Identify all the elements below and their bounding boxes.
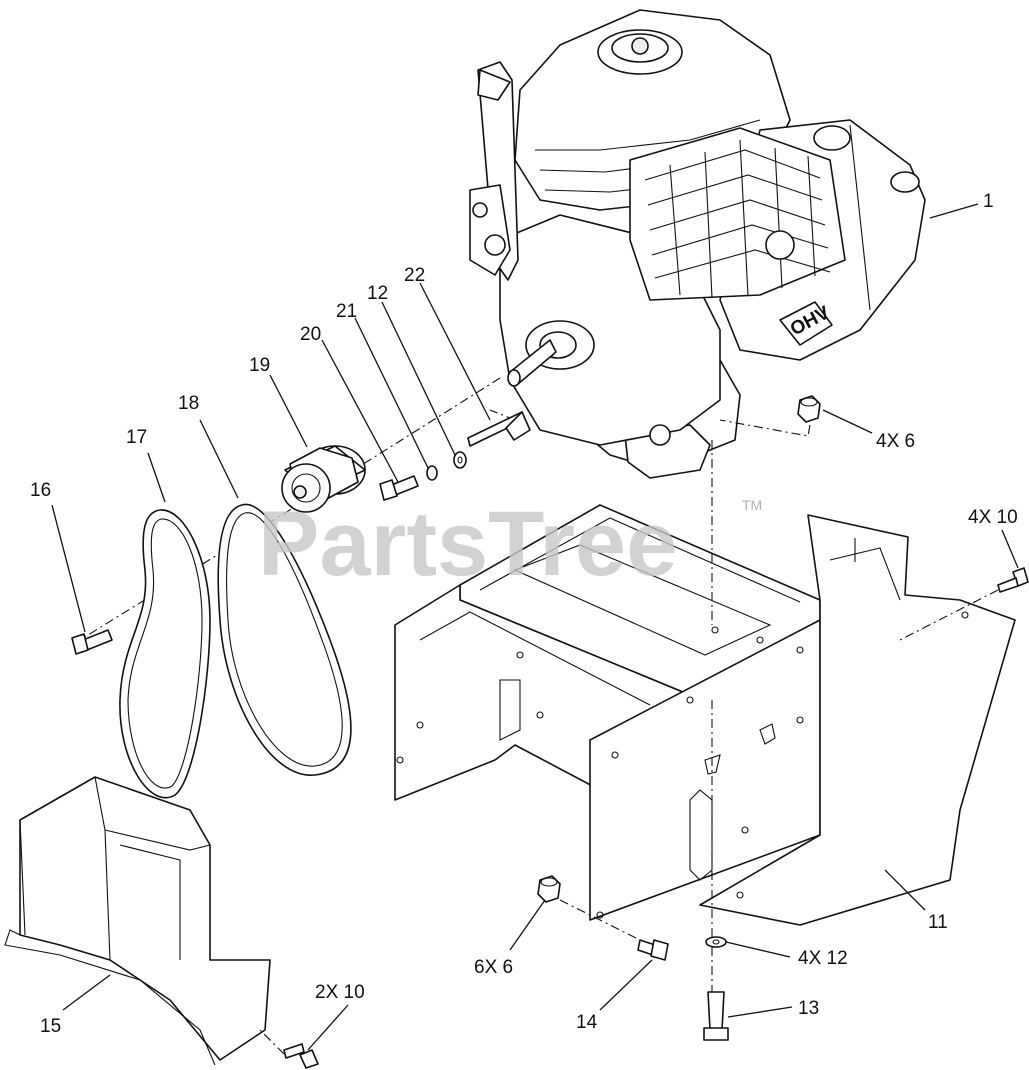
frame-bolt[interactable] [637, 939, 669, 961]
callout-6x6[interactable]: 6X 6 [474, 957, 513, 978]
engine-mount-bolt[interactable] [703, 991, 729, 1041]
callout-12[interactable]: 12 [367, 283, 388, 304]
pulley-bolt[interactable] [379, 475, 419, 501]
leader-lines [51, 203, 1019, 1051]
engine-mount-nut[interactable] [797, 395, 821, 423]
drive-belt-outer[interactable] [217, 503, 352, 776]
callout-4x10[interactable]: 4X 10 [968, 507, 1018, 528]
callout-13[interactable]: 13 [798, 998, 819, 1019]
frame-nut[interactable] [537, 875, 561, 903]
engine-assembly[interactable]: OHV [469, 9, 926, 479]
frame-mount-plate[interactable] [394, 504, 1016, 926]
callout-21[interactable]: 21 [336, 301, 357, 322]
callout-15[interactable]: 15 [40, 1016, 61, 1037]
lock-washer[interactable] [426, 465, 438, 481]
shaft-key[interactable] [467, 411, 531, 447]
callout-2x10[interactable]: 2X 10 [315, 982, 365, 1003]
svg-text:PartsTree: PartsTree [258, 493, 677, 595]
wire-guard [629, 127, 846, 301]
belt-cover-bolt[interactable] [71, 629, 113, 655]
watermark: PartsTree TM [258, 493, 762, 595]
svg-text:TM: TM [742, 497, 762, 513]
callout-22[interactable]: 22 [404, 265, 425, 286]
drive-belt-inner[interactable] [119, 509, 211, 799]
callout-16[interactable]: 16 [30, 480, 51, 501]
shield-bolt[interactable] [997, 567, 1029, 593]
callout-labels: 1 4X 6 4X 10 22 12 21 20 19 18 17 16 11 … [30, 191, 1018, 1037]
frame-washer[interactable] [705, 936, 727, 948]
callout-19[interactable]: 19 [249, 355, 270, 376]
mount-holes [396, 611, 969, 919]
engine-pulley[interactable] [281, 445, 366, 513]
callout-14[interactable]: 14 [576, 1012, 598, 1033]
washer[interactable] [453, 451, 467, 469]
callout-4x12[interactable]: 4X 12 [798, 948, 848, 969]
cover-screw[interactable] [283, 1043, 319, 1069]
callout-17[interactable]: 17 [126, 427, 147, 448]
callout-1[interactable]: 1 [983, 191, 994, 212]
callout-4x6[interactable]: 4X 6 [876, 431, 915, 452]
callout-20[interactable]: 20 [300, 324, 321, 345]
callout-11[interactable]: 11 [928, 912, 948, 933]
callout-18[interactable]: 18 [178, 393, 199, 414]
belt-cover[interactable] [4, 776, 271, 1066]
